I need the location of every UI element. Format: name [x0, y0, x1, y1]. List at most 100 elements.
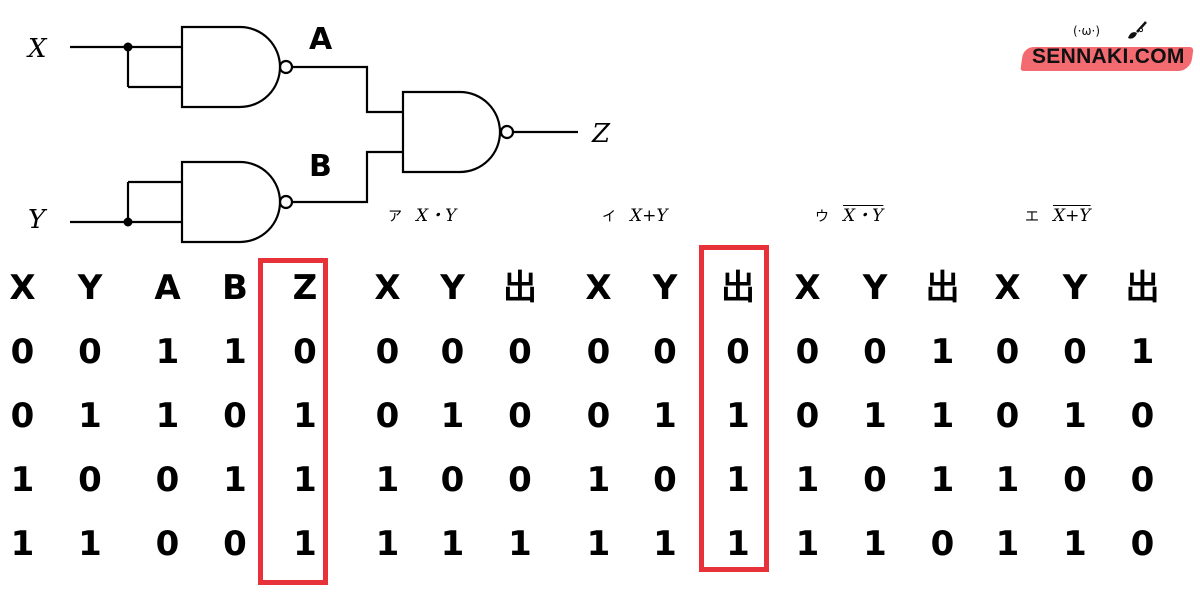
logo-face: (·ω·) — [1073, 24, 1101, 38]
table-cell: 0 — [586, 396, 611, 436]
output-label-z: Z — [592, 119, 611, 149]
option-e-mark: エ — [1025, 209, 1039, 225]
table-cell: 0 — [1063, 460, 1087, 500]
table-header-cell: 出 — [1125, 268, 1160, 308]
table-cell: 0 — [440, 332, 465, 372]
table-cell: 1 — [508, 524, 532, 564]
table-header-cell: X — [585, 268, 612, 308]
table-cell: 0 — [223, 396, 247, 436]
table-cell: 1 — [930, 396, 955, 436]
table-header-cell: Y — [862, 268, 888, 308]
option-a-mark: ア — [388, 209, 402, 225]
table-cell: 0 — [653, 332, 677, 372]
table-cell: 1 — [930, 460, 955, 500]
table-cell: 1 — [10, 460, 35, 500]
table-cell: 0 — [10, 396, 35, 436]
option-i-heading: イ X+Y — [602, 208, 668, 225]
table-cell: 0 — [10, 332, 35, 372]
table-cell: 1 — [223, 332, 247, 372]
table-cell: 0 — [375, 332, 400, 372]
table-cell: 1 — [653, 396, 677, 436]
option-a-expr: X・Y — [416, 206, 457, 226]
table-cell: 0 — [1130, 524, 1155, 564]
inverter-bubble-bottom — [278, 194, 294, 210]
table-cell: 0 — [375, 396, 400, 436]
table-cell: 1 — [440, 524, 465, 564]
table-cell: 1 — [795, 524, 820, 564]
junction-dot-y — [123, 217, 133, 227]
table-header-cell: 出 — [503, 268, 537, 308]
table-header-cell: Z — [292, 268, 318, 308]
table-header-cell: X — [9, 268, 36, 308]
table-cell: 0 — [78, 460, 102, 500]
table-cell: 1 — [795, 460, 820, 500]
nand-gate-output — [401, 90, 502, 174]
table-cell: 0 — [995, 396, 1020, 436]
table-header-cell: B — [222, 268, 248, 308]
option-u-heading: ウ X・Y — [815, 208, 883, 225]
table-cell: 0 — [653, 460, 677, 500]
option-u-expr: X・Y — [843, 206, 884, 226]
table-header-cell: 出 — [925, 268, 960, 308]
sennaki-logo: (·ω·) SENNAKI.COM — [1018, 21, 1198, 78]
table-cell: 1 — [78, 396, 102, 436]
table-cell: 1 — [726, 524, 750, 564]
table-cell: 0 — [223, 524, 247, 564]
table-cell: 1 — [155, 332, 180, 372]
highlight-z-column — [258, 258, 328, 585]
table-cell: 1 — [863, 524, 887, 564]
table-cell: 1 — [1130, 332, 1155, 372]
table-cell: 1 — [995, 524, 1020, 564]
table-cell: 1 — [78, 524, 102, 564]
table-cell: 1 — [293, 524, 317, 564]
table-cell: 0 — [508, 460, 532, 500]
table-cell: 0 — [1130, 396, 1155, 436]
junction-dot-x — [123, 42, 133, 52]
table-cell: 0 — [78, 332, 102, 372]
node-label-a: A — [309, 22, 333, 57]
table-cell: 1 — [223, 460, 247, 500]
table-cell: 1 — [653, 524, 677, 564]
table-cell: 0 — [795, 396, 820, 436]
table-cell: 1 — [726, 396, 750, 436]
table-cell: 0 — [726, 332, 750, 372]
table-cell: 1 — [293, 396, 317, 436]
table-header-cell: X — [994, 268, 1021, 308]
table-cell: 0 — [1063, 332, 1087, 372]
inverter-bubble-output — [499, 124, 515, 140]
inverter-bubble-top — [278, 59, 294, 75]
wire-a — [292, 65, 403, 114]
table-header-cell: A — [154, 268, 181, 308]
node-label-b: B — [309, 149, 332, 184]
table-cell: 1 — [155, 396, 180, 436]
wire-b — [292, 150, 403, 204]
table-cell: 0 — [863, 332, 887, 372]
table-cell: 1 — [930, 332, 955, 372]
nand-gate-top — [180, 25, 282, 109]
table-cell: 0 — [440, 460, 465, 500]
table-header-cell: X — [374, 268, 401, 308]
table-cell: 0 — [795, 332, 820, 372]
option-u-mark: ウ — [815, 209, 829, 225]
option-i-expr: X+Y — [630, 206, 668, 226]
table-cell: 0 — [1130, 460, 1155, 500]
table-header-cell: X — [794, 268, 821, 308]
table-cell: 0 — [155, 460, 180, 500]
table-cell: 1 — [586, 460, 611, 500]
table-cell: 0 — [293, 332, 317, 372]
table-cell: 1 — [1063, 396, 1087, 436]
brush-icon — [1128, 21, 1147, 39]
table-header-cell: Y — [652, 268, 678, 308]
table-header-cell: Y — [440, 268, 465, 308]
option-a-heading: ア X・Y — [388, 208, 456, 225]
option-i-mark: イ — [602, 209, 616, 225]
table-cell: 1 — [863, 396, 887, 436]
table-cell: 0 — [508, 396, 532, 436]
table-cell: 1 — [586, 524, 611, 564]
